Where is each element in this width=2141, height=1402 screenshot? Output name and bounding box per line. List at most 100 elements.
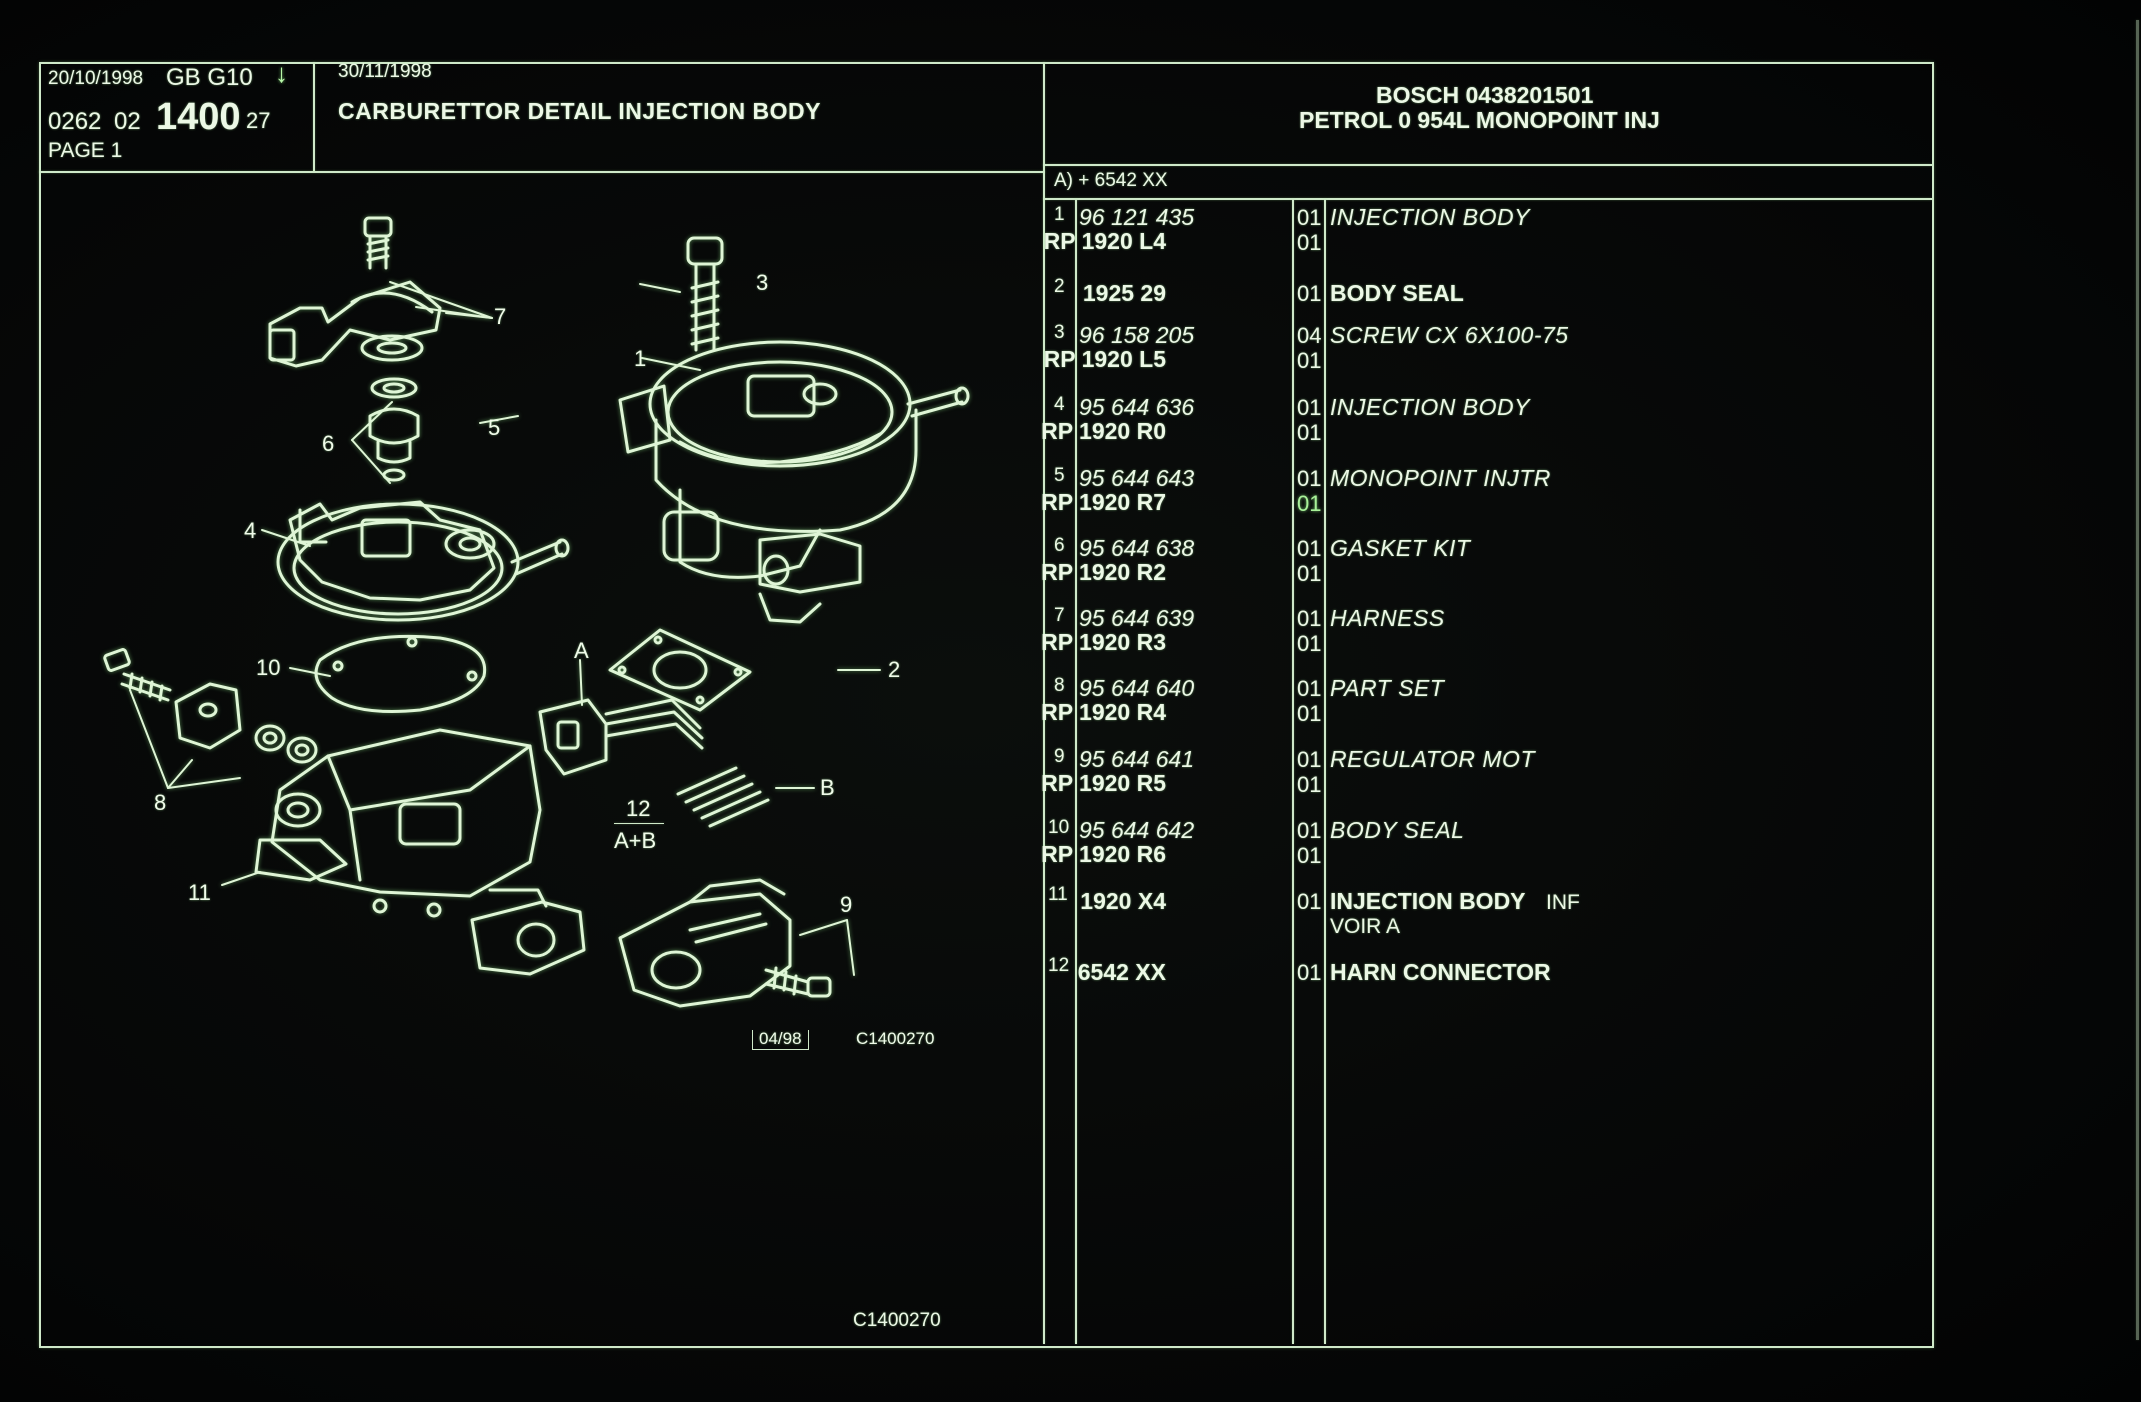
list-item[interactable]: 1 96 121 435 RP 1920 L4 01 01 INJECTION …: [1044, 205, 1924, 275]
part-index: 4: [1054, 394, 1065, 415]
header-bottom-rule: [39, 171, 1045, 173]
callout-10: 10: [256, 655, 281, 680]
part-index: 2: [1054, 276, 1065, 297]
header-code-big: 1400: [156, 96, 241, 138]
exploded-diagram-drawing: [103, 216, 970, 1008]
list-item[interactable]: 3 96 158 205 RP 1920 L5 04 01 SCREW CX 6…: [1044, 323, 1924, 393]
list-item[interactable]: 12 6542 XX 01 HARN CONNECTOR: [1044, 956, 1924, 1026]
callout-11: 11: [188, 880, 211, 905]
page-title: CARBURETTOR DETAIL INJECTION BODY: [338, 98, 821, 124]
callout-5: 5: [488, 415, 501, 440]
part-qty-2: 01: [1297, 631, 1322, 656]
callout-4: 4: [244, 518, 257, 543]
part-description: BODY SEAL: [1330, 280, 1464, 306]
part-description: HARN CONNECTOR: [1330, 959, 1551, 985]
fraction-bar: [614, 823, 664, 824]
part-number: 96 121 435: [1079, 204, 1195, 230]
part-ref: RP 1920 R4: [1041, 699, 1166, 725]
footer-ref-code: C1400270: [853, 1310, 941, 1331]
header-divider-1: [313, 62, 315, 172]
part-description: SCREW CX 6X100-75: [1330, 322, 1569, 348]
part-index: 12: [1048, 955, 1070, 976]
list-item[interactable]: 7 95 644 639 RP 1920 R3 01 01 HARNESS: [1041, 605, 1924, 676]
part-index: 9: [1054, 746, 1065, 767]
list-item[interactable]: 5 95 644 643 RP 1920 R7 01 01 MONOPOINT …: [1041, 465, 1924, 536]
right-header-rule-2: [1043, 198, 1932, 200]
list-item[interactable]: 4 95 644 636 RP 1920 R0 01 01 INJECTION …: [1041, 394, 1924, 465]
part-qty-1: 01: [1297, 536, 1322, 561]
callout-3: 3: [756, 270, 769, 295]
part-qty-2: 01: [1297, 701, 1322, 726]
part-ref: RP 1920 L4: [1043, 228, 1166, 254]
part-qty-2: 01: [1297, 561, 1322, 586]
part-ref: RP 1920 L5: [1043, 346, 1166, 372]
list-item[interactable]: 10 95 644 642 RP 1920 R6 01 01 BODY SEAL: [1041, 817, 1924, 888]
header-lang-model: GB G10: [166, 64, 253, 91]
part-ref: RP 1920 R0: [1041, 418, 1166, 444]
callout-A: A: [574, 638, 589, 663]
part-number: 95 644 639: [1079, 605, 1195, 631]
part-index: 8: [1054, 675, 1065, 696]
part-qty-1: 01: [1297, 606, 1322, 631]
part-ref: RP 1920 R6: [1041, 841, 1166, 867]
part-qty-2: 01: [1297, 230, 1322, 255]
fraction-bottom: A+B: [614, 828, 657, 853]
callout-6: 6: [322, 431, 335, 456]
part-description: REGULATOR MOT: [1330, 746, 1535, 772]
document-frame: [39, 62, 1934, 1348]
callout-B: B: [820, 775, 835, 800]
part-qty-1: 01: [1297, 960, 1322, 985]
header-code-b: 02: [114, 108, 141, 135]
part-qty-1: 01: [1297, 676, 1322, 701]
part-ref: 1925 29: [1082, 280, 1166, 306]
part-number: 95 644 641: [1079, 746, 1195, 772]
callout-8: 8: [154, 790, 167, 815]
part-description: INJECTION BODY: [1330, 204, 1530, 230]
screen-edge: [2136, 20, 2139, 1340]
part-description-line-2: VOIR A: [1330, 915, 1401, 938]
header-code-c: 27: [246, 108, 271, 133]
list-item[interactable]: 2 1925 29 01 BODY SEAL: [1044, 277, 1924, 347]
part-index: 10: [1048, 817, 1070, 838]
part-ref: RP 1920 R5: [1041, 770, 1166, 796]
part-qty-1: 01: [1297, 889, 1322, 914]
exploded-diagram: 7 3 1 6 5 4 10 A 2 B 8 11 9 12 A+B 04/98…: [60, 190, 1020, 1070]
part-description: BODY SEAL: [1330, 817, 1465, 843]
part-number: 95 644 640: [1079, 675, 1195, 701]
header-date-1: 20/10/1998: [48, 68, 144, 89]
part-qty-2: 01: [1297, 491, 1322, 516]
variant-note: A) + 6542 XX: [1054, 170, 1168, 191]
part-index: 6: [1054, 535, 1065, 556]
part-description-suffix: INF: [1546, 891, 1580, 914]
part-ref: RP 1920 R2: [1041, 559, 1166, 585]
part-index: 3: [1054, 322, 1065, 343]
part-qty-1: 01: [1297, 281, 1322, 306]
figure-ref-code: C1400270: [856, 1029, 935, 1048]
date-stamp: 04/98: [752, 1030, 809, 1050]
part-ref: 6542 XX: [1077, 959, 1166, 985]
part-index: 7: [1054, 605, 1065, 626]
part-index: 5: [1054, 465, 1065, 486]
parts-col-divider-3: [1324, 199, 1326, 1344]
part-qty-2: 01: [1297, 843, 1322, 868]
part-description: GASKET KIT: [1330, 535, 1471, 561]
part-ref: RP 1920 R3: [1041, 629, 1166, 655]
list-item[interactable]: 8 95 644 640 RP 1920 R4 01 01 PART SET: [1041, 675, 1924, 746]
list-item[interactable]: 9 95 644 641 RP 1920 R5 01 01 REGULATOR …: [1041, 746, 1924, 817]
part-qty-1: 01: [1297, 466, 1322, 491]
part-index: 1: [1054, 204, 1065, 225]
list-item[interactable]: 6 95 644 638 RP 1920 R2 01 01 GASKET KIT: [1041, 535, 1924, 606]
part-qty-1: 01: [1297, 395, 1322, 420]
callout-7: 7: [494, 304, 507, 329]
part-index: 11: [1048, 884, 1068, 905]
part-number: 95 644 638: [1079, 535, 1195, 561]
part-number: 96 158 205: [1079, 322, 1195, 348]
part-qty-2: 01: [1297, 348, 1322, 373]
part-qty-1: 01: [1297, 818, 1322, 843]
part-qty-1: 01: [1297, 205, 1322, 230]
part-number: 95 644 636: [1079, 394, 1195, 420]
list-item[interactable]: 11 1920 X4 01 INJECTION BODY INF VOIR A: [1044, 885, 1924, 955]
callout-9: 9: [840, 892, 853, 917]
callout-2: 2: [888, 657, 901, 682]
